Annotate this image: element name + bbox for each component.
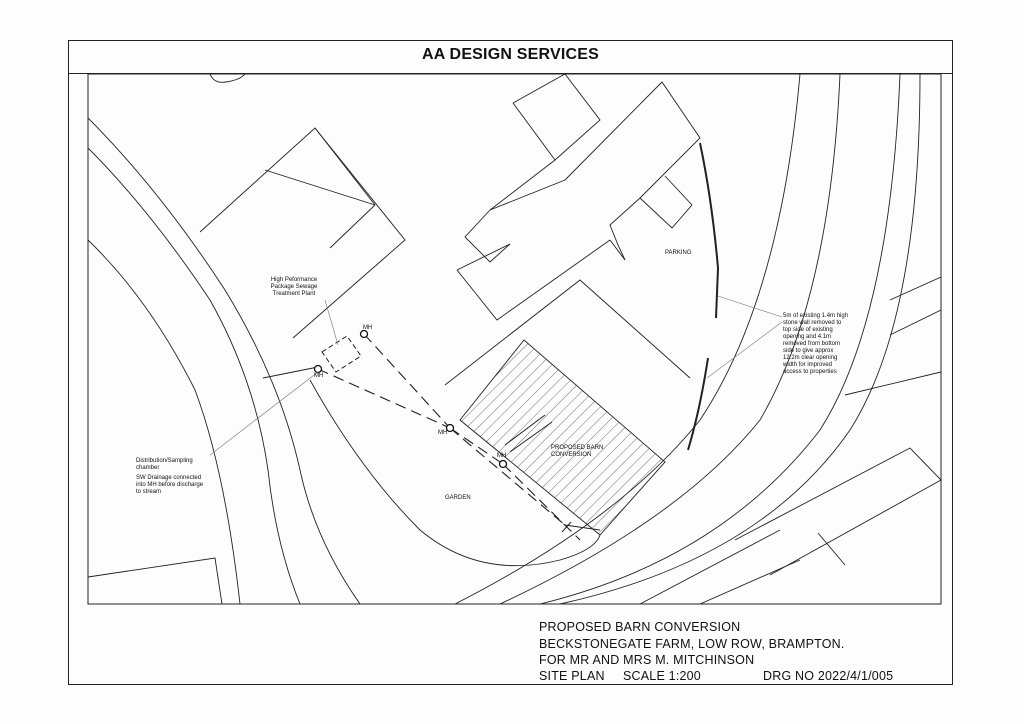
right-building-line-3: [844, 371, 941, 396]
left-building-outline: [199, 127, 406, 339]
drain-pipe-1: [317, 368, 451, 429]
stream-line-outer: [88, 117, 361, 604]
leader-wall-bottom: [706, 321, 783, 379]
title-block-drawing-type: SITE PLAN: [539, 669, 605, 683]
drain-branch-1: [504, 414, 546, 446]
title-block-line-3: FOR MR AND MRS M. MITCHINSON: [539, 653, 755, 667]
leader-chamber: [209, 371, 319, 456]
manhole-4: [498, 459, 508, 469]
title-block-line-1: PROPOSED BARN CONVERSION: [539, 620, 741, 634]
wall-note-label: 5m of existing 1.4m high stone wall remo…: [783, 313, 849, 375]
title-block-line-2: BECKSTONEGATE FARM, LOW ROW, BRAMPTON.: [539, 637, 845, 651]
top-left-feature: [209, 74, 246, 83]
road-edge-inner: [454, 74, 801, 604]
treatment-plant-label: High Peformance Package Sewage Treatment…: [270, 277, 318, 297]
drain-pipe-5: [502, 463, 581, 541]
main-building: [564, 81, 701, 261]
proposed-barn-hatch: [459, 339, 666, 536]
road-edge-outer: [539, 74, 901, 604]
plan-area-border: [87, 73, 942, 605]
proposed-barn-label: PROPOSED BARN CONVERSION: [551, 445, 604, 458]
mh-label-2: MH: [314, 373, 324, 379]
drawing-border: [68, 40, 953, 685]
right-building-line-1: [889, 276, 941, 301]
existing-wall-bottom: [687, 357, 709, 451]
title-block-scale: SCALE 1:200: [623, 669, 701, 683]
leader-plant: [324, 299, 339, 346]
treatment-plant-box: [321, 335, 362, 373]
mh-label-4: MH: [497, 453, 507, 459]
left-building-division-1: [264, 169, 376, 206]
bottom-left-building: [88, 557, 223, 604]
manhole-2: [313, 364, 323, 374]
stream-line-inner: [88, 147, 301, 604]
stub-line: [262, 366, 319, 379]
manhole-3: [445, 423, 455, 433]
parking-label: PARKING: [665, 250, 692, 256]
stream-line-far: [88, 239, 241, 604]
small-annex: [464, 209, 511, 263]
road-edge-far: [559, 74, 921, 604]
left-building-division-2: [329, 204, 376, 249]
building-south-wing: [456, 239, 611, 321]
mh-label-3: MH: [438, 430, 448, 436]
existing-wall-top: [699, 142, 720, 319]
mh-label-1: MH: [363, 325, 373, 331]
road-edge-mid: [499, 74, 841, 604]
drain-branch-2: [509, 421, 553, 453]
manhole-1: [359, 329, 369, 339]
right-lower-building: [734, 447, 941, 576]
drain-pipe-2: [363, 333, 451, 429]
right-lower-division: [817, 532, 846, 566]
leader-wall-top: [717, 295, 783, 318]
company-title: AA DESIGN SERVICES: [422, 46, 599, 63]
garden-label: GARDEN: [445, 495, 471, 501]
top-building-a: [489, 102, 556, 211]
barn-site-boundary: [444, 279, 691, 386]
road-lower-line: [639, 529, 781, 604]
top-building-edge: [512, 74, 566, 104]
drain-outlet: [564, 524, 601, 531]
garden-boundary: [309, 379, 601, 567]
chamber-label: Distribution/Sampling chamber: [136, 458, 193, 471]
right-building-line-2: [889, 309, 941, 336]
sw-drainage-label: SW Drainage connected into MH before dis…: [136, 475, 204, 495]
drain-pipe-4: [449, 427, 504, 465]
title-block-drawing-number: DRG NO 2022/4/1/005: [763, 669, 894, 683]
side-annex: [639, 175, 693, 229]
drain-pipe-3: [449, 427, 566, 526]
